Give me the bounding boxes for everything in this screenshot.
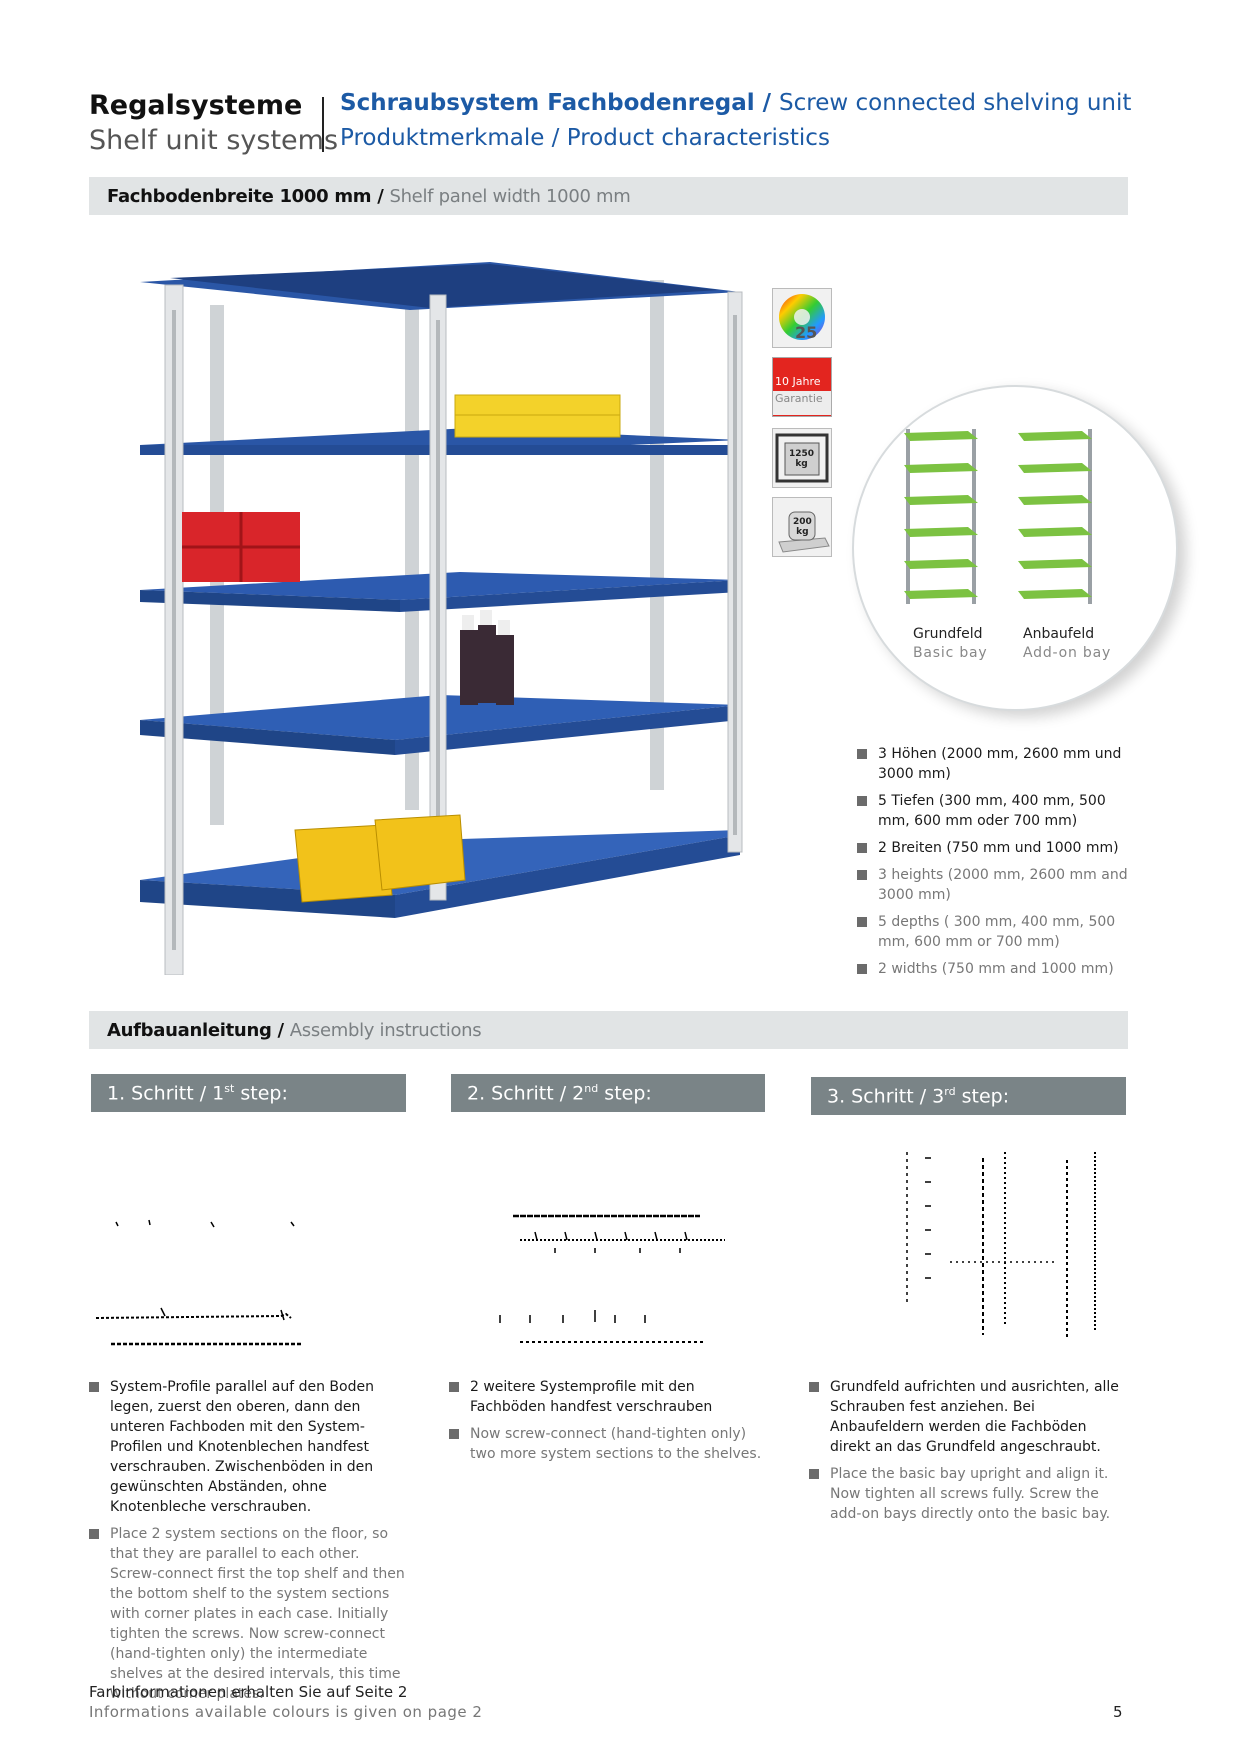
step-2-suffix: step:: [598, 1082, 652, 1105]
shelf-load-unit: kg: [796, 527, 809, 537]
step-2-text-de: 2 weitere Systemprofile mit den Fachböde…: [449, 1377, 767, 1417]
header-title-en: Shelf unit systems: [89, 125, 339, 156]
addon-bay-label-de: Anbaufeld: [1023, 626, 1095, 642]
colors-badge: 25: [772, 288, 832, 348]
section-title-en: Shelf panel width 1000 mm: [389, 186, 631, 207]
step-2-diagram: [499, 1214, 725, 1343]
step-2-text-en: Now screw-connect (hand-tighten only) tw…: [449, 1424, 767, 1464]
section-band-shelf-width: Fachbodenbreite 1000 mm / Shelf panel wi…: [89, 177, 1128, 215]
upright-slots: [172, 310, 737, 950]
feature-item: 3 Höhen (2000 mm, 2600 mm und 3000 mm): [857, 744, 1132, 784]
upright-back-mid: [405, 290, 419, 810]
feature-item: 5 depths ( 300 mm, 400 mm, 500 mm, 600 m…: [857, 912, 1132, 952]
yellow-case: [454, 394, 621, 438]
addon-bay-label-en: Add-on bay: [1023, 645, 1112, 661]
footer-color-info-en: Informations available colours is given …: [89, 1703, 483, 1721]
bay-types-illustration: [904, 429, 1092, 604]
color-wheel-icon: [779, 294, 825, 340]
product-subtitle: Produktmerkmale / Product characteristic…: [340, 125, 830, 151]
feature-item: 3 heights (2000 mm, 2600 mm and 3000 mm): [857, 865, 1132, 905]
shelf-1: [140, 262, 740, 310]
product-title-de: Schraubsystem Fachbodenregal: [340, 90, 755, 116]
step-3-prefix: 3. Schritt / 3: [827, 1085, 945, 1108]
feature-item: 2 Breiten (750 mm und 1000 mm): [857, 838, 1132, 858]
product-title: Schraubsystem Fachbodenregal / Screw con…: [340, 90, 1131, 116]
total-load-unit: kg: [795, 459, 808, 469]
section-title-en: Assembly instructions: [289, 1020, 482, 1041]
section-title-de: Fachbodenbreite 1000 mm: [107, 186, 372, 207]
step-3-text-de: Grundfeld aufrichten und ausrichten, all…: [809, 1377, 1129, 1457]
yellow-bins: [294, 814, 466, 903]
page-number: 5: [1113, 1703, 1123, 1721]
step-1-text-en: Place 2 system sections on the floor, so…: [89, 1524, 407, 1704]
section-title-sep: /: [271, 1020, 290, 1041]
step-1-header: 1. Schritt / 1st step:: [91, 1074, 406, 1112]
section-band-assembly: Aufbauanleitung / Assembly instructions: [89, 1011, 1128, 1049]
red-bins: [182, 512, 300, 582]
total-load-number: 1250: [789, 449, 815, 459]
upright-back-right: [650, 280, 664, 790]
header-title-de: Regalsysteme: [89, 90, 303, 121]
colors-count: 25: [795, 323, 818, 342]
step-1-sup: st: [224, 1082, 235, 1095]
section-title: Fachbodenbreite 1000 mm / Shelf panel wi…: [107, 186, 631, 207]
basic-bay-label-en: Basic bay: [913, 645, 988, 661]
warranty-badge: 10 Jahre Garantie: [772, 357, 832, 417]
weight-frame-icon: [775, 433, 829, 483]
feature-list: 3 Höhen (2000 mm, 2600 mm und 3000 mm) 5…: [857, 744, 1132, 986]
weight-icon: [778, 511, 830, 553]
step-1-text-de: System-Profile parallel auf den Boden le…: [89, 1377, 407, 1517]
step-3-header: 3. Schritt / 3rd step:: [811, 1077, 1126, 1115]
product-title-en: Screw connected shelving unit: [779, 90, 1132, 116]
header-divider: [322, 97, 324, 152]
basic-bay-drawing: [904, 429, 978, 604]
product-title-sep: /: [754, 90, 780, 116]
step-1-title: 1. Schritt / 1st step:: [107, 1082, 288, 1104]
section-title: Aufbauanleitung / Assembly instructions: [107, 1020, 482, 1041]
step-1-prefix: 1. Schritt / 1: [107, 1082, 225, 1105]
section-title-de: Aufbauanleitung: [107, 1020, 272, 1041]
step-2-sup: nd: [584, 1082, 599, 1095]
step-3-text: Grundfeld aufrichten und ausrichten, all…: [809, 1377, 1129, 1531]
step-3-sup: rd: [944, 1085, 956, 1098]
step-1-text: System-Profile parallel auf den Boden le…: [89, 1377, 407, 1711]
addon-bay-drawing: [1018, 429, 1092, 604]
upright-front-left: [164, 284, 184, 975]
upright-front-right: [727, 291, 743, 853]
feature-item: 5 Tiefen (300 mm, 400 mm, 500 mm, 600 mm…: [857, 791, 1132, 831]
step-3-text-en: Place the basic bay upright and align it…: [809, 1464, 1129, 1524]
warranty-label: Garantie: [775, 392, 823, 405]
step-2-text: 2 weitere Systemprofile mit den Fachböde…: [449, 1377, 767, 1471]
step-1-suffix: step:: [234, 1082, 288, 1105]
upright-front-mid: [429, 294, 447, 901]
step-1-diagram: [95, 1219, 303, 1346]
feature-item: 2 widths (750 mm and 1000 mm): [857, 959, 1132, 979]
step-3-diagram: [906, 1152, 1096, 1340]
step-3-suffix: step:: [955, 1085, 1010, 1108]
step-3-title: 3. Schritt / 3rd step:: [827, 1085, 1009, 1107]
basic-bay-label-de: Grundfeld: [913, 626, 983, 642]
step-2-header: 2. Schritt / 2nd step:: [451, 1074, 765, 1112]
step-2-title: 2. Schritt / 2nd step:: [467, 1082, 652, 1104]
step-2-prefix: 2. Schritt / 2: [467, 1082, 585, 1105]
shelf-load-number: 200: [793, 517, 812, 527]
bottles: [460, 610, 514, 705]
footer-color-info-de: Farbinformationen erhalten Sie auf Seite…: [89, 1683, 408, 1701]
shelving-unit-illustration: [140, 262, 743, 975]
warranty-years: 10 Jahre: [775, 375, 821, 388]
section-title-sep: /: [371, 186, 390, 207]
